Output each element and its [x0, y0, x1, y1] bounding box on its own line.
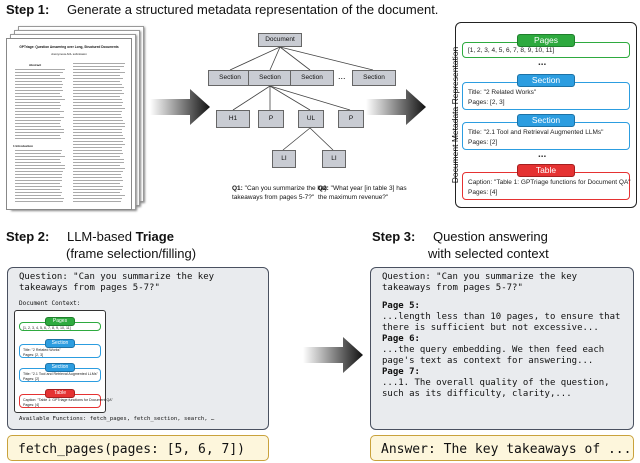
card-line: Title: "2 Related Works": [23, 348, 61, 352]
qa-page-line: ...length less than 10 pages, to ensure …: [382, 312, 620, 323]
mini-card-section: Section Title: "2 Related Works" Pages: …: [19, 344, 101, 358]
qa-page-line: ...1. The overall quality of the questio…: [382, 378, 620, 389]
card-line: [1, 2, 3, 4, 5, 6, 7, 8, 9, 10, 11]: [23, 326, 71, 330]
card-line: Title: "2 Related Works": [468, 89, 536, 96]
triage-function-call: fetch_pages(pages: [5, 6, 7]): [7, 435, 269, 461]
metadata-dots: ...: [538, 149, 546, 160]
step3-text-line2: with selected context: [428, 246, 549, 261]
qa-question-line: takeaways from pages 5-7?": [382, 283, 620, 294]
qa-question-line: Question: "Can you summarize the key: [382, 272, 620, 283]
step3-label: Step 3:: [372, 229, 415, 244]
card-line: Title: "2.1 Tool and Retrieval Augmented…: [468, 129, 603, 136]
tree-node-li: LI: [272, 150, 296, 168]
card-line: Title: "2.1 Tool and Retrieval Augmented…: [23, 372, 98, 376]
card-type-label: Section: [517, 74, 575, 87]
arrow-step2-to-step3: [303, 335, 365, 375]
tree-node-section: Section: [290, 70, 334, 86]
step3-text-line1: Question answering: [433, 229, 548, 244]
triage-context-label: Document Context:: [19, 300, 80, 307]
metadata-side-label: Document Metadata Representation: [450, 30, 460, 200]
q1-line-1: "Can you summarize the key: [245, 185, 328, 192]
card-type-label: Section: [45, 339, 75, 348]
metadata-card-pages: Pages [1, 2, 3, 4, 5, 6, 7, 8, 9, 10, 11…: [462, 42, 630, 58]
card-type-label: Section: [45, 363, 75, 372]
tree-node-section: Section: [352, 70, 396, 86]
card-line: Pages: [2]: [23, 377, 39, 381]
qa-page-line: there is sufficient but not excessive...: [382, 323, 620, 334]
qa-page-label: Page 7:: [382, 367, 620, 378]
metadata-card-section: Section Title: "2.1 Tool and Retrieval A…: [462, 122, 630, 150]
step2-label: Step 2:: [6, 229, 49, 244]
card-line: Pages: [2]: [468, 139, 497, 146]
qa-page-label: Page 5:: [382, 301, 620, 312]
step2-heading: Step 2: LLM-based Triage: [6, 229, 174, 244]
q1-line-2: takeaways from pages 5-7?": [232, 194, 314, 201]
q2-label: Q2:: [318, 185, 329, 192]
triage-question: Question: "Can you summarize the key tak…: [19, 272, 214, 294]
metadata-card-section: Section Title: "2 Related Works" Pages: …: [462, 82, 630, 110]
card-line: Pages: [4]: [23, 403, 39, 407]
q1-label: Q1:: [232, 185, 243, 192]
qa-content: Question: "Can you summarize the key tak…: [382, 272, 620, 400]
card-line: Caption: "Table 1: GPTriage functions fo…: [23, 398, 113, 402]
step2-text-bold: Triage: [136, 229, 174, 244]
tree-ellipsis: ...: [338, 71, 346, 81]
tree-node-li: LI: [322, 150, 346, 168]
card-line: Pages: [2, 3]: [23, 353, 43, 357]
q2-line-2: the maximum revenue?": [318, 194, 388, 201]
qa-page-label: Page 6:: [382, 334, 620, 345]
qa-page-line: page's text as context for answering...: [382, 356, 620, 367]
triage-functions: Available Functions: fetch_pages, fetch_…: [19, 416, 214, 422]
tree-question-2: Q2: "What year [in table 3] has the maxi…: [318, 184, 407, 202]
mini-card-table: Table Caption: "Table 1: GPTriage functi…: [19, 394, 101, 408]
tree-node-p: P: [258, 110, 284, 128]
tree-node-section: Section: [248, 70, 292, 86]
tree-question-1: Q1: "Can you summarize the key takeaways…: [232, 184, 328, 202]
card-line: [1, 2, 3, 4, 5, 6, 7, 8, 9, 10, 11]: [468, 47, 554, 54]
triage-question-line: takeaways from pages 5-7?": [19, 283, 214, 294]
mini-card-section: Section Title: "2.1 Tool and Retrieval A…: [19, 368, 101, 382]
card-line: Pages: [2, 3]: [468, 99, 505, 106]
tree-node-p: P: [338, 110, 364, 128]
qa-answer: Answer: The key takeaways of ...: [370, 435, 634, 461]
metadata-card-table: Table Caption: "Table 1: GPTriage functi…: [462, 172, 630, 200]
card-type-label: Pages: [45, 317, 75, 326]
card-type-label: Table: [517, 164, 575, 177]
qa-page-line: such as its difficulty, clarity,...: [382, 389, 620, 400]
qa-page-line: ...the query embedding. We then feed eac…: [382, 345, 620, 356]
tree-node-document: Document: [258, 33, 302, 47]
step3-heading: Step 3: Question answering: [372, 229, 548, 244]
tree-node-section: Section: [208, 70, 252, 86]
q2-line-1: "What year [in table 3] has: [331, 185, 407, 192]
triage-mini-metadata: Pages [1, 2, 3, 4, 5, 6, 7, 8, 9, 10, 11…: [14, 310, 106, 413]
step2-text-pre: LLM-based: [67, 229, 136, 244]
mini-card-pages: Pages [1, 2, 3, 4, 5, 6, 7, 8, 9, 10, 11…: [19, 322, 101, 331]
tree-node-ul: UL: [298, 110, 324, 128]
card-line: Caption: "Table 1: GPTriage functions fo…: [468, 179, 631, 186]
card-type-label: Table: [45, 389, 75, 398]
card-line: Pages: [4]: [468, 189, 497, 196]
step2-text-line2: (frame selection/filling): [66, 246, 196, 261]
metadata-dots: ...: [538, 57, 546, 68]
tree-node-h1: H1: [216, 110, 250, 128]
triage-question-line: Question: "Can you summarize the key: [19, 272, 214, 283]
card-type-label: Pages: [517, 34, 575, 47]
card-type-label: Section: [517, 114, 575, 127]
